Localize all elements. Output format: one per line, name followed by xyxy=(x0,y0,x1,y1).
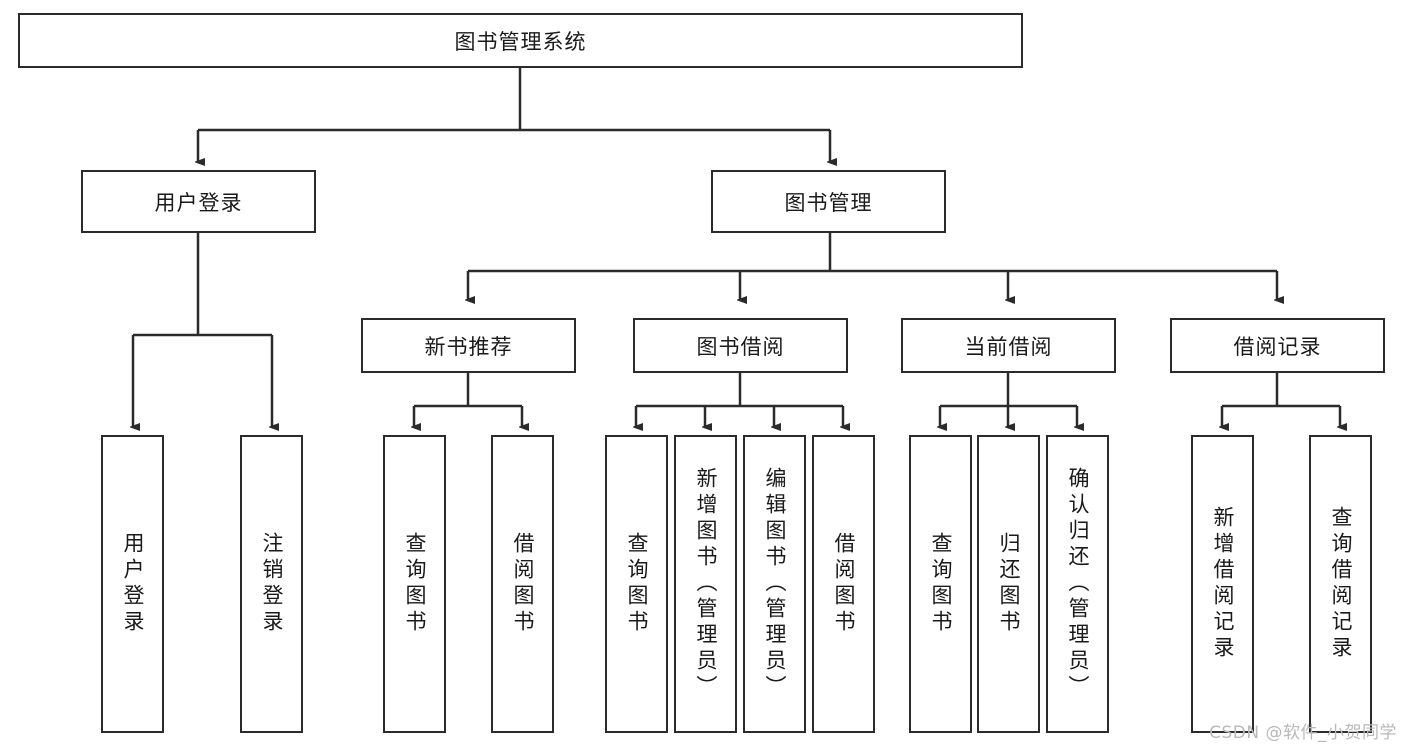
node-new-book-recommend[interactable]: 新书推荐 xyxy=(361,318,576,373)
leaf-currentborrow-confirm-return[interactable]: 确认归还（管理员） xyxy=(1046,435,1109,733)
leaf-bookborrow-borrow-book-label: 借阅图书 xyxy=(832,532,856,636)
node-root[interactable]: 图书管理系统 xyxy=(18,13,1023,68)
leaf-bookborrow-edit-book-label: 编辑图书（管理员） xyxy=(763,467,787,701)
leaf-bookborrow-edit-book[interactable]: 编辑图书（管理员） xyxy=(743,435,806,733)
leaf-bookborrow-query-book-label: 查询图书 xyxy=(625,532,649,636)
node-current-borrow[interactable]: 当前借阅 xyxy=(901,318,1116,373)
node-user-login[interactable]: 用户登录 xyxy=(81,170,316,233)
leaf-currentborrow-query-book[interactable]: 查询图书 xyxy=(909,435,972,733)
leaf-newbook-borrow-book-label: 借阅图书 xyxy=(511,532,535,636)
leaf-borrowrecord-add-record-label: 新增借阅记录 xyxy=(1211,506,1235,662)
leaf-currentborrow-return-book[interactable]: 归还图书 xyxy=(977,435,1040,733)
leaf-newbook-borrow-book[interactable]: 借阅图书 xyxy=(491,435,554,733)
leaf-bookborrow-add-book-label: 新增图书（管理员） xyxy=(694,467,718,701)
leaf-user-login[interactable]: 用户登录 xyxy=(101,435,164,733)
node-book-borrow[interactable]: 图书借阅 xyxy=(633,318,848,373)
node-borrow-record-label: 借阅记录 xyxy=(1233,334,1322,359)
node-book-borrow-label: 图书借阅 xyxy=(696,334,785,359)
watermark-text: CSDN @软件_小贺同学 xyxy=(1209,723,1397,743)
leaf-bookborrow-add-book[interactable]: 新增图书（管理员） xyxy=(674,435,737,733)
leaf-bookborrow-query-book[interactable]: 查询图书 xyxy=(605,435,668,733)
node-current-borrow-label: 当前借阅 xyxy=(964,334,1053,359)
leaf-logout[interactable]: 注销登录 xyxy=(240,435,303,733)
node-new-book-recommend-label: 新书推荐 xyxy=(424,334,513,359)
node-root-label: 图书管理系统 xyxy=(454,29,587,54)
node-book-manage-label: 图书管理 xyxy=(784,190,873,215)
leaf-borrowrecord-add-record[interactable]: 新增借阅记录 xyxy=(1191,435,1254,733)
leaf-logout-label: 注销登录 xyxy=(260,532,284,636)
leaf-newbook-query-book[interactable]: 查询图书 xyxy=(383,435,446,733)
leaf-borrowrecord-query-record[interactable]: 查询借阅记录 xyxy=(1309,435,1372,733)
node-user-login-label: 用户登录 xyxy=(154,190,243,215)
leaf-borrowrecord-query-record-label: 查询借阅记录 xyxy=(1329,506,1353,662)
leaf-currentborrow-return-book-label: 归还图书 xyxy=(997,532,1021,636)
leaf-newbook-query-book-label: 查询图书 xyxy=(403,532,427,636)
leaf-currentborrow-query-book-label: 查询图书 xyxy=(929,532,953,636)
leaf-currentborrow-confirm-return-label: 确认归还（管理员） xyxy=(1066,467,1090,701)
leaf-user-login-label: 用户登录 xyxy=(121,532,145,636)
node-book-manage[interactable]: 图书管理 xyxy=(711,170,946,233)
leaf-bookborrow-borrow-book[interactable]: 借阅图书 xyxy=(812,435,875,733)
node-borrow-record[interactable]: 借阅记录 xyxy=(1170,318,1385,373)
